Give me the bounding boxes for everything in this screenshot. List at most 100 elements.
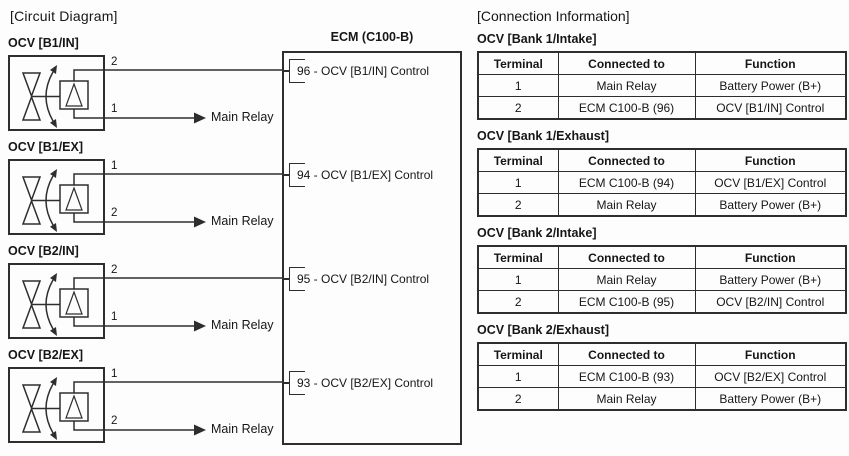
table-cell: 2 [477, 96, 559, 120]
table-cell: ECM C100-B (95) [557, 290, 696, 314]
table-header-row: Terminal Connected to Function [477, 51, 847, 75]
table-cell: OCV [B1/IN] Control [694, 96, 847, 120]
main-relay-label: Main Relay [211, 422, 274, 436]
ecm-pin-95: 95 - OCV [B2/IN] Control [282, 267, 460, 291]
ecm-connector-box [282, 51, 462, 445]
terminal-number: 2 [111, 415, 118, 427]
main-relay-label: Main Relay [211, 318, 274, 332]
main-relay-label: Main Relay [211, 214, 274, 228]
wire-stub [282, 278, 290, 280]
wire-stub [282, 70, 290, 72]
table-row: 2 Main Relay Battery Power (B+) [477, 193, 847, 217]
main-relay-label: Main Relay [211, 110, 274, 124]
ecm-pin-label: 93 - OCV [B2/EX] Control [297, 376, 434, 390]
table-cell: Main Relay [557, 193, 696, 217]
ocv-unit-b1-in: OCV [B1/IN] 2 1 Main Relay [8, 36, 298, 136]
table-header-cell: Function [694, 51, 847, 75]
table-cell: 1 [477, 365, 559, 388]
table-cell: 1 [477, 171, 559, 194]
table-header-cell: Function [694, 148, 847, 172]
pin-bracket-icon [289, 163, 305, 187]
table-cell: ECM C100-B (94) [557, 171, 696, 194]
ocv-unit-b2-in: OCV [B2/IN] 2 1 Main Relay [8, 244, 298, 344]
table-cell: 1 [477, 74, 559, 97]
wire-stub [282, 382, 290, 384]
connection-table: Terminal Connected to Function 1 Main Re… [477, 51, 847, 120]
table-header-cell: Connected to [557, 245, 696, 269]
table-cell: Battery Power (B+) [694, 193, 847, 217]
ocv-unit-label: OCV [B2/IN] [8, 244, 79, 258]
table-cell: ECM C100-B (93) [557, 365, 696, 388]
ocv-unit-label: OCV [B1/IN] [8, 36, 79, 50]
table-header-cell: Connected to [557, 148, 696, 172]
table-cell: Main Relay [557, 268, 696, 291]
conn-block-bank1-exhaust: OCV [Bank 1/Exhaust] Terminal Connected … [477, 129, 849, 217]
table-cell: OCV [B1/EX] Control [694, 171, 847, 194]
table-header-cell: Terminal [477, 148, 559, 172]
terminal-number: 2 [111, 207, 118, 219]
terminal-number: 1 [111, 368, 118, 380]
terminal-number: 1 [111, 103, 118, 115]
table-cell: 2 [477, 290, 559, 314]
connection-info-section-title: [Connection Information] [477, 8, 630, 24]
table-cell: 2 [477, 193, 559, 217]
ocv-unit-b1-ex: OCV [B1/EX] 1 2 Main Relay [8, 140, 298, 240]
table-cell: OCV [B2/IN] Control [694, 290, 847, 314]
conn-block-bank2-intake: OCV [Bank 2/Intake] Terminal Connected t… [477, 226, 849, 314]
ecm-pin-96: 96 - OCV [B1/IN] Control [282, 59, 460, 83]
ecm-pin-label: 95 - OCV [B2/IN] Control [297, 272, 430, 286]
connection-table: Terminal Connected to Function 1 ECM C10… [477, 148, 847, 217]
table-cell: OCV [B2/EX] Control [694, 365, 847, 388]
table-row: 2 ECM C100-B (96) OCV [B1/IN] Control [477, 96, 847, 120]
ecm-pin-label: 96 - OCV [B1/IN] Control [297, 64, 430, 78]
table-header-row: Terminal Connected to Function [477, 245, 847, 269]
circuit-diagram-section-title: [Circuit Diagram] [10, 8, 118, 24]
ocv-unit-b2-ex: OCV [B2/EX] 1 2 Main Relay [8, 348, 298, 448]
table-header-cell: Connected to [557, 342, 696, 366]
conn-table-title: OCV [Bank 2/Intake] [477, 226, 597, 240]
table-header-cell: Function [694, 245, 847, 269]
pin-bracket-icon [289, 371, 305, 395]
terminal-number: 2 [111, 264, 118, 276]
table-cell: Main Relay [557, 387, 696, 411]
pin-bracket-icon [289, 267, 305, 291]
table-row: 2 ECM C100-B (95) OCV [B2/IN] Control [477, 290, 847, 314]
table-row: 1 Main Relay Battery Power (B+) [477, 74, 847, 97]
terminal-number: 2 [111, 56, 118, 68]
conn-table-title: OCV [Bank 1/Intake] [477, 32, 597, 46]
table-cell: Battery Power (B+) [694, 74, 847, 97]
table-row: 1 Main Relay Battery Power (B+) [477, 268, 847, 291]
table-row: 1 ECM C100-B (93) OCV [B2/EX] Control [477, 365, 847, 388]
terminal-number: 1 [111, 160, 118, 172]
table-header-cell: Function [694, 342, 847, 366]
table-header-cell: Terminal [477, 342, 559, 366]
table-row: 2 Main Relay Battery Power (B+) [477, 387, 847, 411]
pin-bracket-icon [289, 59, 305, 83]
table-cell: 1 [477, 268, 559, 291]
conn-table-title: OCV [Bank 1/Exhaust] [477, 129, 609, 143]
table-header-cell: Terminal [477, 51, 559, 75]
ocv-unit-label: OCV [B1/EX] [8, 140, 84, 154]
table-header-cell: Terminal [477, 245, 559, 269]
connection-info-section: [Connection Information] OCV [Bank 1/Int… [477, 8, 849, 420]
conn-block-bank1-intake: OCV [Bank 1/Intake] Terminal Connected t… [477, 32, 849, 120]
conn-block-bank2-exhaust: OCV [Bank 2/Exhaust] Terminal Connected … [477, 323, 849, 411]
table-row: 1 ECM C100-B (94) OCV [B1/EX] Control [477, 171, 847, 194]
conn-table-title: OCV [Bank 2/Exhaust] [477, 323, 609, 337]
table-header-cell: Connected to [557, 51, 696, 75]
table-header-row: Terminal Connected to Function [477, 148, 847, 172]
connection-table: Terminal Connected to Function 1 Main Re… [477, 245, 847, 314]
table-header-row: Terminal Connected to Function [477, 342, 847, 366]
ecm-pin-94: 94 - OCV [B1/EX] Control [282, 163, 460, 187]
table-cell: 2 [477, 387, 559, 411]
connection-table: Terminal Connected to Function 1 ECM C10… [477, 342, 847, 411]
table-cell: Battery Power (B+) [694, 387, 847, 411]
table-cell: Main Relay [557, 74, 696, 97]
wire-stub [282, 174, 290, 176]
ecm-title: ECM (C100-B) [330, 30, 414, 44]
ecm-pin-93: 93 - OCV [B2/EX] Control [282, 371, 460, 395]
ecm-pin-label: 94 - OCV [B1/EX] Control [297, 168, 434, 182]
table-cell: ECM C100-B (96) [557, 96, 696, 120]
table-cell: Battery Power (B+) [694, 268, 847, 291]
